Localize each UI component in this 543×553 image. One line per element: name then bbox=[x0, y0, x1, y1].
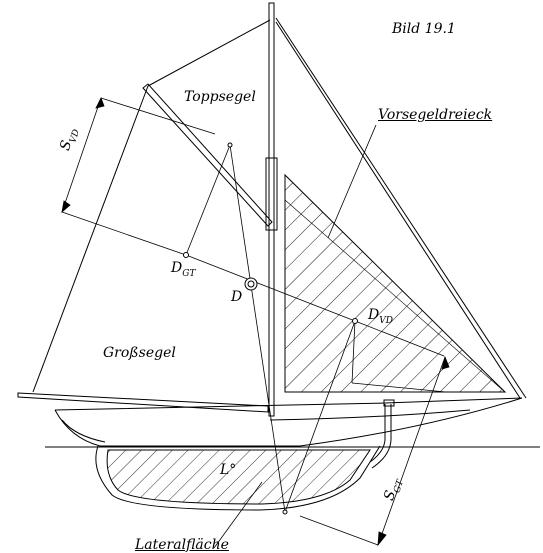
sgt-dimension-line bbox=[377, 356, 446, 546]
label-l: L° bbox=[220, 462, 237, 478]
mast bbox=[268, 2, 275, 417]
foresail-triangle bbox=[284, 173, 507, 393]
point-dvd bbox=[352, 318, 358, 324]
figure-label: Bild 19.1 bbox=[392, 21, 456, 37]
forestay bbox=[275, 17, 527, 399]
leader-foresail bbox=[327, 124, 377, 239]
label-foresail-triangle: Vorsegeldreieck bbox=[378, 107, 493, 123]
rudder bbox=[369, 404, 386, 463]
hull-sheer bbox=[54, 397, 523, 411]
label-d: D bbox=[231, 289, 243, 305]
label-mainsail: Großsegel bbox=[103, 345, 176, 361]
leader-lateral bbox=[213, 481, 263, 548]
gaff bbox=[142, 83, 273, 227]
svd-dimension-line bbox=[61, 97, 102, 213]
boom bbox=[17, 392, 269, 413]
hull-outline bbox=[54, 397, 523, 447]
keel-outline bbox=[95, 445, 381, 511]
point-dgt bbox=[183, 252, 189, 258]
label-dgt: DGT bbox=[171, 260, 196, 279]
topsail-leech bbox=[147, 19, 271, 87]
label-dvd: DVD bbox=[368, 307, 393, 326]
point-gaff bbox=[227, 142, 233, 148]
label-lateral-area: Lateralfläche bbox=[135, 537, 229, 553]
line-dgt-dvd bbox=[185, 254, 356, 322]
lateral-area-hatch bbox=[107, 450, 370, 504]
label-topsail: Toppsegel bbox=[184, 89, 256, 105]
mainsail-leech bbox=[32, 85, 149, 393]
point-bottom bbox=[282, 509, 288, 515]
